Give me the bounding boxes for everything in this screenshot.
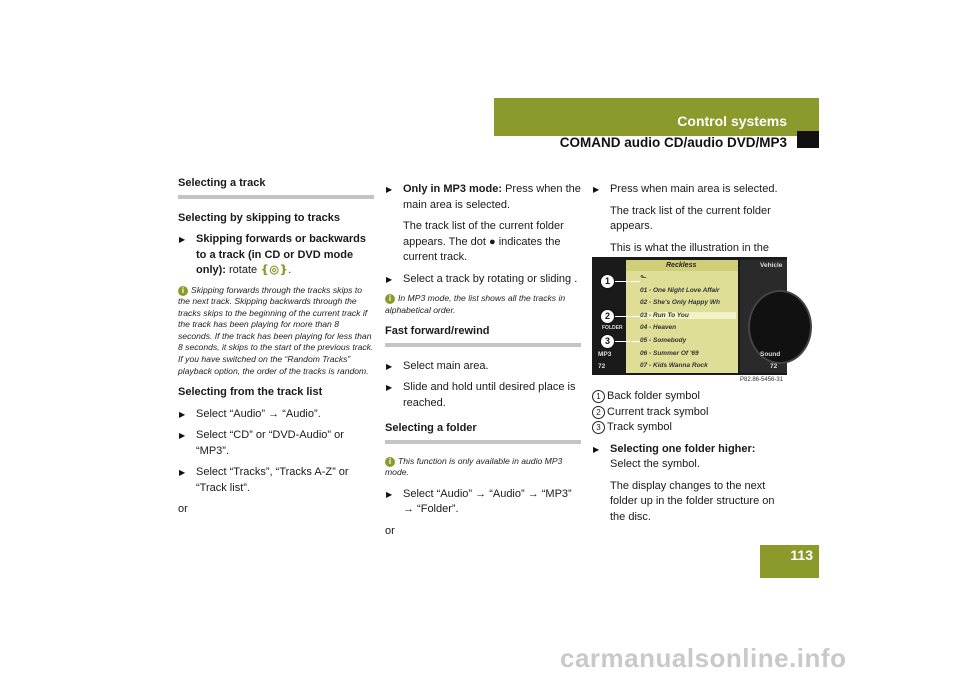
para-track-list-appears: The track list of the current folder app… xyxy=(610,204,771,233)
disc-graphic xyxy=(748,290,812,364)
para-track-list: The track list of the current folder app… xyxy=(403,220,564,263)
track-row: 02 - She's Only Happy Wh xyxy=(640,299,720,306)
screen-temp-right: 72 xyxy=(770,363,778,370)
header-title: Control systems xyxy=(677,113,787,129)
figure-code: P82.86-5456-31 xyxy=(740,377,784,383)
bullet-press-main: Press when main area is selected. xyxy=(592,182,788,198)
info-icon: i xyxy=(385,294,395,304)
bullet-select-track: Select a track by rotating or sliding . xyxy=(385,272,581,288)
section-title-selecting-folder: Selecting a folder xyxy=(385,421,581,444)
screen-folder-label: FOLDER xyxy=(602,325,623,331)
header-bar xyxy=(494,98,819,136)
section-title-selecting-track: Selecting a track xyxy=(178,176,374,199)
bullet-select-mode: Select “CD” or “DVD-Audio” or “MP3”. xyxy=(178,428,374,459)
screen-mp3-label: MP3 xyxy=(598,351,612,358)
rotate-symbol-icon: ❴◎❵ xyxy=(260,264,289,276)
header-marker xyxy=(797,131,819,148)
bullet-mp3-press: Only in MP3 mode: Press when the main ar… xyxy=(385,182,581,213)
bullet-select-folder: Select “Audio” → “Audio” → “MP3” → “Fold… xyxy=(385,487,581,518)
section-title-fast-forward: Fast forward/rewind xyxy=(385,324,581,347)
subheading-track-list: Selecting from the track list xyxy=(178,386,323,399)
screen-temp-left: 72 xyxy=(598,363,606,370)
bullet-select-audio: Select “Audio” → “Audio”. xyxy=(178,407,374,423)
para-display-changes: The display changes to the next folder u… xyxy=(610,479,775,523)
track-row: 05 - Somebody xyxy=(640,337,687,344)
bullet-skip: Skipping forwards or backwards to a trac… xyxy=(178,232,374,279)
track-row: 01 - One Night Love Affair xyxy=(640,287,720,294)
track-row: 04 - Heaven xyxy=(640,324,677,331)
column-1: Selecting a track Selecting by skipping … xyxy=(178,176,374,524)
column-2: Only in MP3 mode: Press when the main ar… xyxy=(385,176,581,545)
watermark: carmanualsonline.info xyxy=(560,643,847,673)
callout-2: 2 xyxy=(600,309,615,324)
callout-line-3 xyxy=(612,341,640,342)
or-text: or xyxy=(178,503,188,516)
track-row-current: 03 - Run To You xyxy=(640,312,736,319)
page-number-box xyxy=(760,545,819,578)
screen-vehicle-label: Vehicle xyxy=(760,262,783,269)
info-icon: i xyxy=(385,456,395,467)
track-row: 07 - Kids Wanna Rock xyxy=(640,362,708,369)
callout-3: 3 xyxy=(600,334,615,349)
or-text: or xyxy=(385,524,395,537)
bullet-slide-hold: Slide and hold until desired place is re… xyxy=(385,380,581,411)
subheading-skipping: Selecting by skipping to tracks xyxy=(178,211,340,224)
bullet-select-tracks: Select “Tracks”, “Tracks A-Z” or “Track … xyxy=(178,465,374,496)
page-number: 113 xyxy=(790,547,813,563)
info-icon: i xyxy=(178,285,188,296)
bullet-folder-higher: Selecting one folder higher: Select the … xyxy=(592,442,788,473)
screen-header: Reckless xyxy=(626,260,738,271)
callout-line-2 xyxy=(612,316,640,317)
screen-sound-label: Sound xyxy=(760,351,781,358)
track-row: 06 - Summer Of '69 xyxy=(640,350,699,357)
callout-1: 1 xyxy=(600,274,615,289)
callout-line-1 xyxy=(612,281,640,282)
back-folder-icon: ⬑ xyxy=(640,273,647,282)
bullet-select-main-area: Select main area. xyxy=(385,359,581,375)
header-subtitle: COMAND audio CD/audio DVD/MP3 xyxy=(559,135,787,150)
